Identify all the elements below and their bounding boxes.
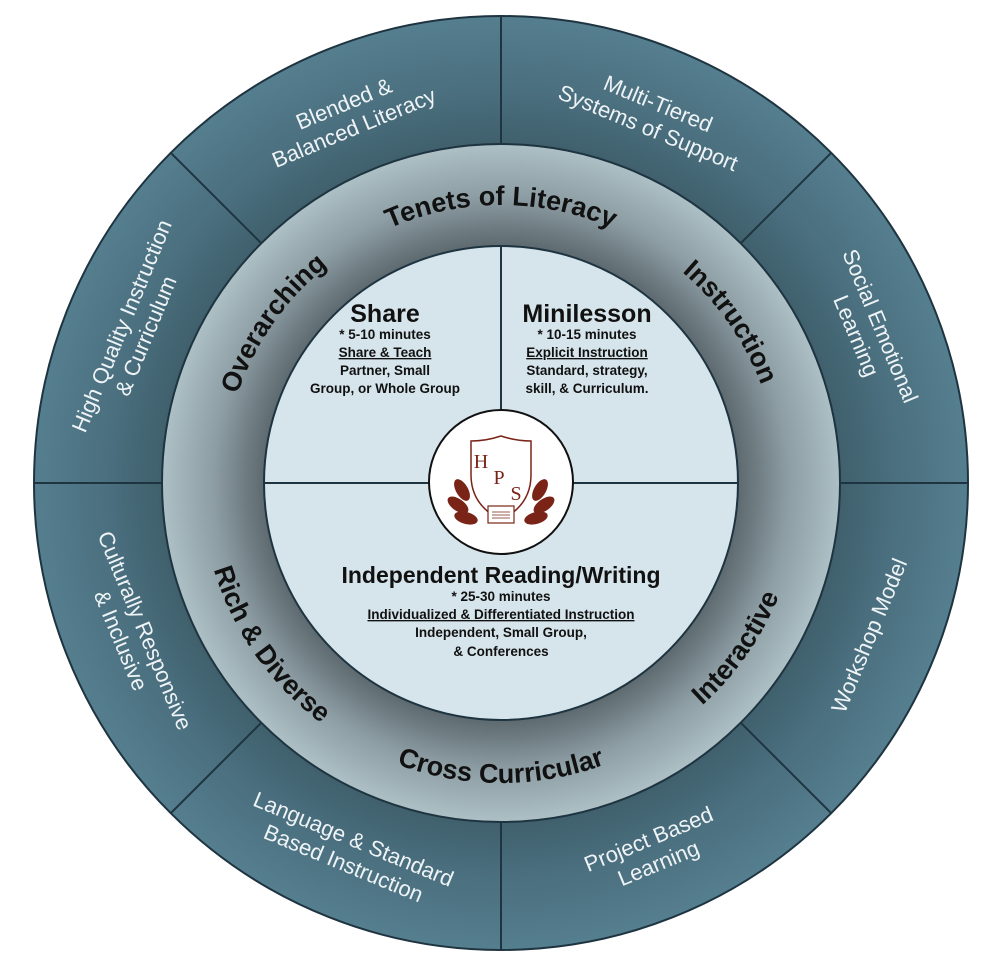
segment-divider (740, 152, 832, 244)
share-quadrant: Share * 5-10 minutes Share & Teach Partn… (310, 300, 460, 396)
share-time: * 5-10 minutes (339, 327, 431, 342)
shield-icon (470, 435, 532, 521)
independent-focus: Individualized & Differentiated Instruct… (367, 607, 634, 622)
share-line: Partner, Small (340, 363, 430, 378)
svg-text:P: P (493, 467, 504, 489)
minilesson-line: skill, & Curriculum. (525, 381, 648, 396)
minilesson-time: * 10-15 minutes (537, 327, 636, 342)
share-title: Share (350, 300, 420, 328)
outer-ring-dividers (34, 16, 968, 950)
minilesson-quadrant: Minilesson * 10-15 minutes Explicit Inst… (522, 300, 651, 396)
minilesson-title: Minilesson (522, 300, 651, 328)
svg-text:H: H (474, 451, 488, 473)
independent-line: Independent, Small Group, (415, 625, 587, 640)
share-line: Group, or Whole Group (310, 381, 460, 396)
school-crest-logo: H P S (428, 409, 574, 555)
independent-time: * 25-30 minutes (451, 589, 550, 604)
segment-divider (170, 152, 262, 244)
independent-title: Independent Reading/Writing (341, 562, 660, 588)
independent-quadrant: Independent Reading/Writing * 25-30 minu… (341, 562, 660, 659)
minilesson-line: Standard, strategy, (526, 363, 647, 378)
segment-divider (170, 722, 262, 814)
share-focus: Share & Teach (339, 345, 432, 360)
segment-divider (740, 722, 832, 814)
minilesson-focus: Explicit Instruction (526, 345, 648, 360)
independent-line: & Conferences (453, 644, 548, 659)
laurel-icon (447, 479, 555, 525)
svg-text:S: S (510, 483, 521, 505)
